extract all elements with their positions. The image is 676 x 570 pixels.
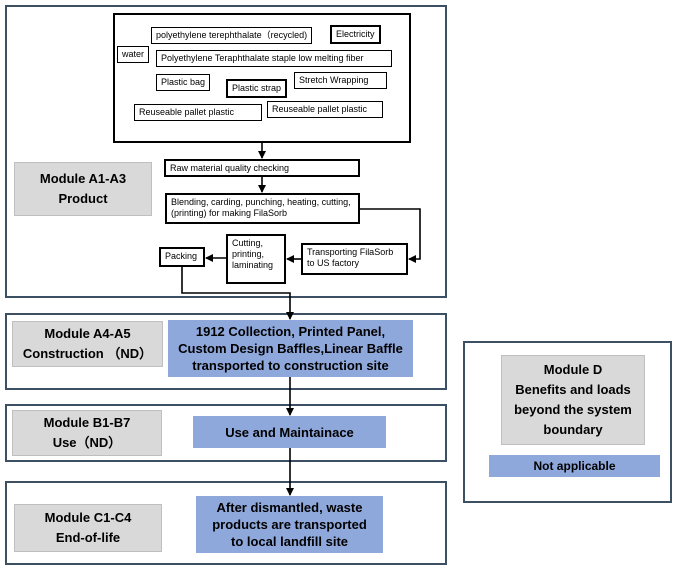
module-a4a5-subtitle: Construction （ND）: [22, 346, 153, 361]
input-pet-staple: Polyethylene Teraphthalate staple low me…: [156, 50, 392, 67]
arrow-packing-to-a4a5: [181, 267, 294, 320]
module-a1a3-label: Module A1-A3 Product: [14, 162, 152, 216]
step-quality-check: Raw material quality checking: [164, 159, 360, 177]
module-c1c4-title: Module C1-C4: [44, 510, 132, 525]
input-pallet-1: Reuseable pallet plastic: [134, 104, 262, 121]
module-c1c4-label: Module C1-C4 End-of-life: [14, 504, 162, 552]
input-pet-recycled: polyethylene terephthalate（recycled): [151, 27, 313, 44]
module-a4a5-label: Module A4-A5 Construction （ND）: [12, 321, 163, 367]
c1c4-landfill-box: After dismantled, waste products are tra…: [196, 496, 383, 553]
b1b7-use-box: Use and Maintainace: [193, 416, 386, 448]
input-stretch-wrapping: Stretch Wrapping: [294, 72, 387, 89]
arrow-blending-to-transport: [360, 208, 421, 263]
a4a5-transport-box: 1912 Collection, Printed Panel, Custom D…: [168, 320, 413, 377]
input-electricity: Electricity: [330, 25, 381, 44]
module-b1b7-title: Module B1-B7: [43, 415, 131, 430]
module-d-label: Module D Benefits and loads beyond the s…: [501, 355, 645, 445]
step-packing: Packing: [159, 247, 205, 267]
module-b1b7-subtitle: Use（ND）: [52, 435, 122, 450]
step-cutting: Cutting, printing, laminating: [226, 234, 286, 284]
module-c1c4-subtitle: End-of-life: [55, 530, 121, 545]
module-a1a3-subtitle: Product: [58, 191, 108, 206]
input-plastic-strap: Plastic strap: [226, 79, 288, 98]
module-d-title: Module D: [543, 362, 603, 377]
module-b1b7-label: Module B1-B7 Use（ND）: [12, 410, 162, 456]
module-a4a5-title: Module A4-A5: [44, 326, 131, 341]
module-d-not-applicable: Not applicable: [489, 455, 660, 477]
module-d-subtitle: Benefits and loads beyond the system bou…: [514, 382, 632, 437]
input-plastic-bag: Plastic bag: [156, 74, 211, 91]
module-a1a3-title: Module A1-A3: [39, 171, 127, 186]
step-blending: Blending, carding, punching, heating, cu…: [165, 193, 360, 224]
input-water: water: [117, 46, 150, 63]
input-pallet-2: Reuseable pallet plastic: [267, 101, 383, 118]
step-transporting: Transporting FilaSorb to US factory: [301, 243, 408, 275]
